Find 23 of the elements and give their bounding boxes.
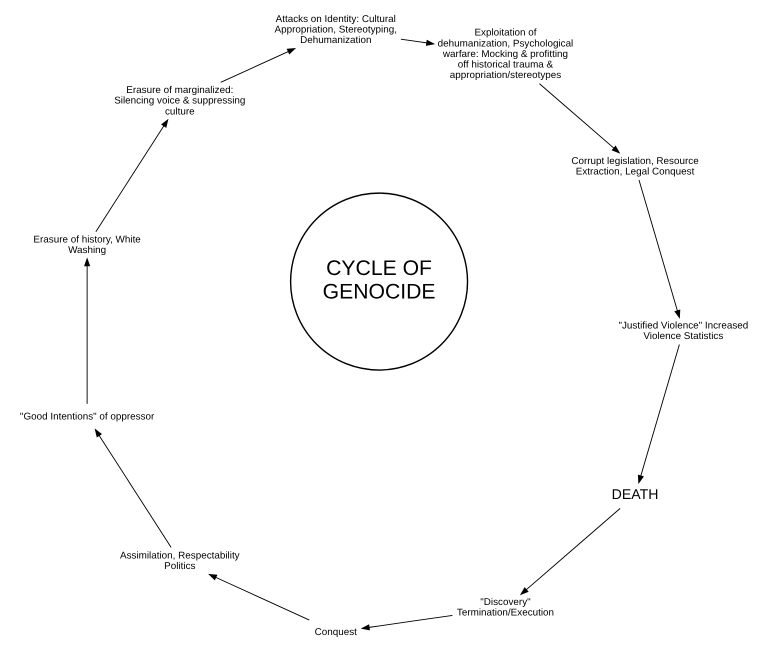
- node-text: Erasure of marginalized: Silencing voice & suppressing culture: [114, 85, 246, 118]
- node-text: DEATH: [612, 486, 658, 502]
- node-text: Attacks on Identity: Cultural Appropriation, Stereotyping, Dehumanization: [274, 14, 397, 46]
- node-text: "Discovery" Termination/Execution: [456, 597, 554, 619]
- arrow: [360, 614, 453, 630]
- arrow: [638, 180, 680, 319]
- arrow: [220, 48, 296, 83]
- arrow: [94, 428, 172, 548]
- arrow: [208, 574, 310, 621]
- node-text: Corrupt legislation, Resource Extraction, Legal Conquest: [571, 156, 699, 178]
- node-text: Conquest: [314, 626, 357, 638]
- arrow: [84, 257, 90, 404]
- node-text: "Good Intentions" of oppressor: [20, 411, 154, 422]
- arrow: [539, 83, 620, 154]
- node-text: Exploitation of dehumanization, Psychological warfare: Mocking & profitting off historical trauma & appropriation/stereotypes: [438, 28, 574, 82]
- arrow: [95, 118, 168, 232]
- node-circle: CYCLE OF GENOCIDE: [290, 192, 468, 371]
- node-text: Assimilation, Respectability Politics: [120, 550, 240, 572]
- arrow: [520, 508, 621, 596]
- arrow: [400, 38, 436, 46]
- arrow: [638, 344, 680, 484]
- node-text: Erasure of history, White Washing: [33, 234, 141, 256]
- node-text: "Justified Violence" Increased Violence Statistics: [618, 320, 748, 342]
